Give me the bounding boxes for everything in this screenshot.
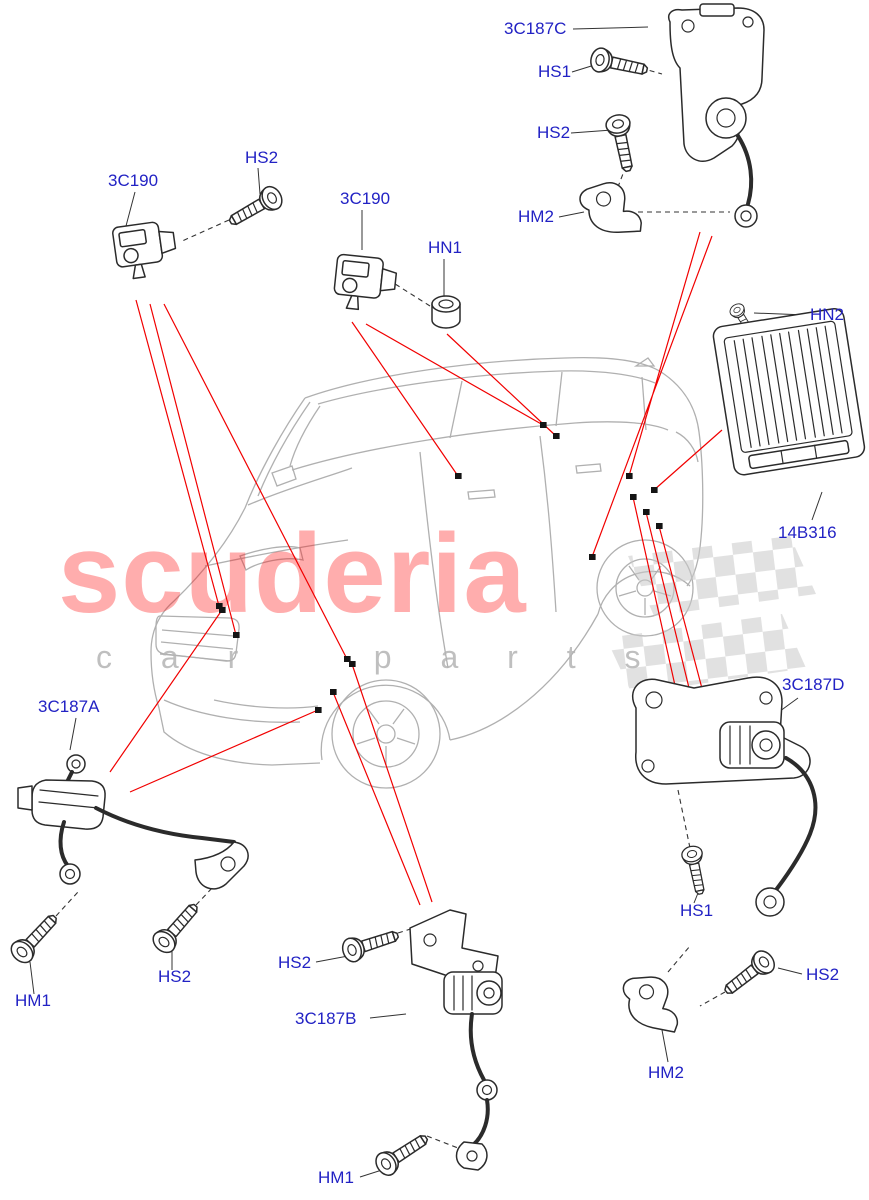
bolt-hs2-left-icon bbox=[148, 897, 206, 958]
part-label-hs2-top-left[interactable]: HS2 bbox=[245, 148, 278, 167]
height-sensor-3c187d bbox=[631, 676, 818, 917]
labels-layer: 3C187C HS1 HS2 HM2 HS2 3C190 3C190 HN1 H… bbox=[15, 19, 844, 1187]
hardware-dashed-connectors bbox=[55, 67, 757, 1149]
part-label-hm2-top[interactable]: HM2 bbox=[518, 207, 554, 226]
part-label-3c187d[interactable]: 3C187D bbox=[782, 675, 844, 694]
bolt-hs1-right-icon bbox=[679, 843, 712, 897]
bolt-hs2-top-right-icon bbox=[603, 111, 641, 175]
height-sensor-3c187a bbox=[17, 754, 249, 890]
attachment-dots bbox=[216, 422, 663, 713]
bolt-hs2-right-icon bbox=[718, 946, 780, 1002]
leader-lines bbox=[109, 231, 723, 906]
part-label-hs1-right[interactable]: HS1 bbox=[680, 901, 713, 920]
bolt-hm1-left-icon bbox=[6, 907, 65, 968]
part-label-hm1-bottom[interactable]: HM1 bbox=[318, 1168, 354, 1187]
bolt-hm1-bottom-icon bbox=[371, 1127, 434, 1180]
part-label-3c187b[interactable]: 3C187B bbox=[295, 1009, 356, 1028]
ecu-14b316 bbox=[712, 308, 866, 476]
watermark: scuderia c a r p a r t s bbox=[58, 511, 816, 694]
height-sensor-3c187b bbox=[409, 909, 503, 1171]
vehicle-outline bbox=[150, 357, 704, 789]
watermark-word: scuderia bbox=[58, 511, 527, 636]
part-label-14b316[interactable]: 14B316 bbox=[778, 523, 837, 542]
bracket-hm2-top bbox=[577, 178, 644, 240]
checkered-flag-bottom bbox=[606, 614, 806, 694]
bracket-hm2-bottom bbox=[618, 973, 683, 1033]
part-label-3c187a[interactable]: 3C187A bbox=[38, 697, 100, 716]
part-label-hs2-middle[interactable]: HS2 bbox=[278, 953, 311, 972]
bolt-hs2-middle-icon bbox=[338, 923, 403, 965]
part-label-hs2-left[interactable]: HS2 bbox=[158, 967, 191, 986]
part-label-hm2-bottom[interactable]: HM2 bbox=[648, 1063, 684, 1082]
sensor-3c190-middle bbox=[331, 253, 399, 314]
checkered-flag-top bbox=[628, 536, 816, 616]
part-label-hn2[interactable]: HN2 bbox=[810, 305, 844, 324]
part-label-hm1-left[interactable]: HM1 bbox=[15, 991, 51, 1010]
bolt-hs1-top-icon bbox=[587, 45, 651, 83]
part-label-3c190-left[interactable]: 3C190 bbox=[108, 171, 158, 190]
nut-hn1-icon bbox=[431, 295, 461, 329]
part-label-hs2-right[interactable]: HS2 bbox=[806, 965, 839, 984]
part-label-3c187c[interactable]: 3C187C bbox=[504, 19, 566, 38]
parts-layer bbox=[6, 3, 866, 1180]
label-pointer-lines bbox=[29, 26, 823, 1178]
part-label-hs1-top[interactable]: HS1 bbox=[538, 62, 571, 81]
part-label-3c190-middle[interactable]: 3C190 bbox=[340, 189, 390, 208]
height-sensor-3c187c bbox=[668, 3, 765, 228]
part-label-hn1[interactable]: HN1 bbox=[428, 238, 462, 257]
part-label-hs2-top-right[interactable]: HS2 bbox=[537, 123, 570, 142]
bolt-hs2-top-left-icon bbox=[223, 182, 287, 234]
sensor-3c190-left bbox=[111, 218, 180, 282]
watermark-subtitle: c a r p a r t s bbox=[96, 639, 661, 675]
